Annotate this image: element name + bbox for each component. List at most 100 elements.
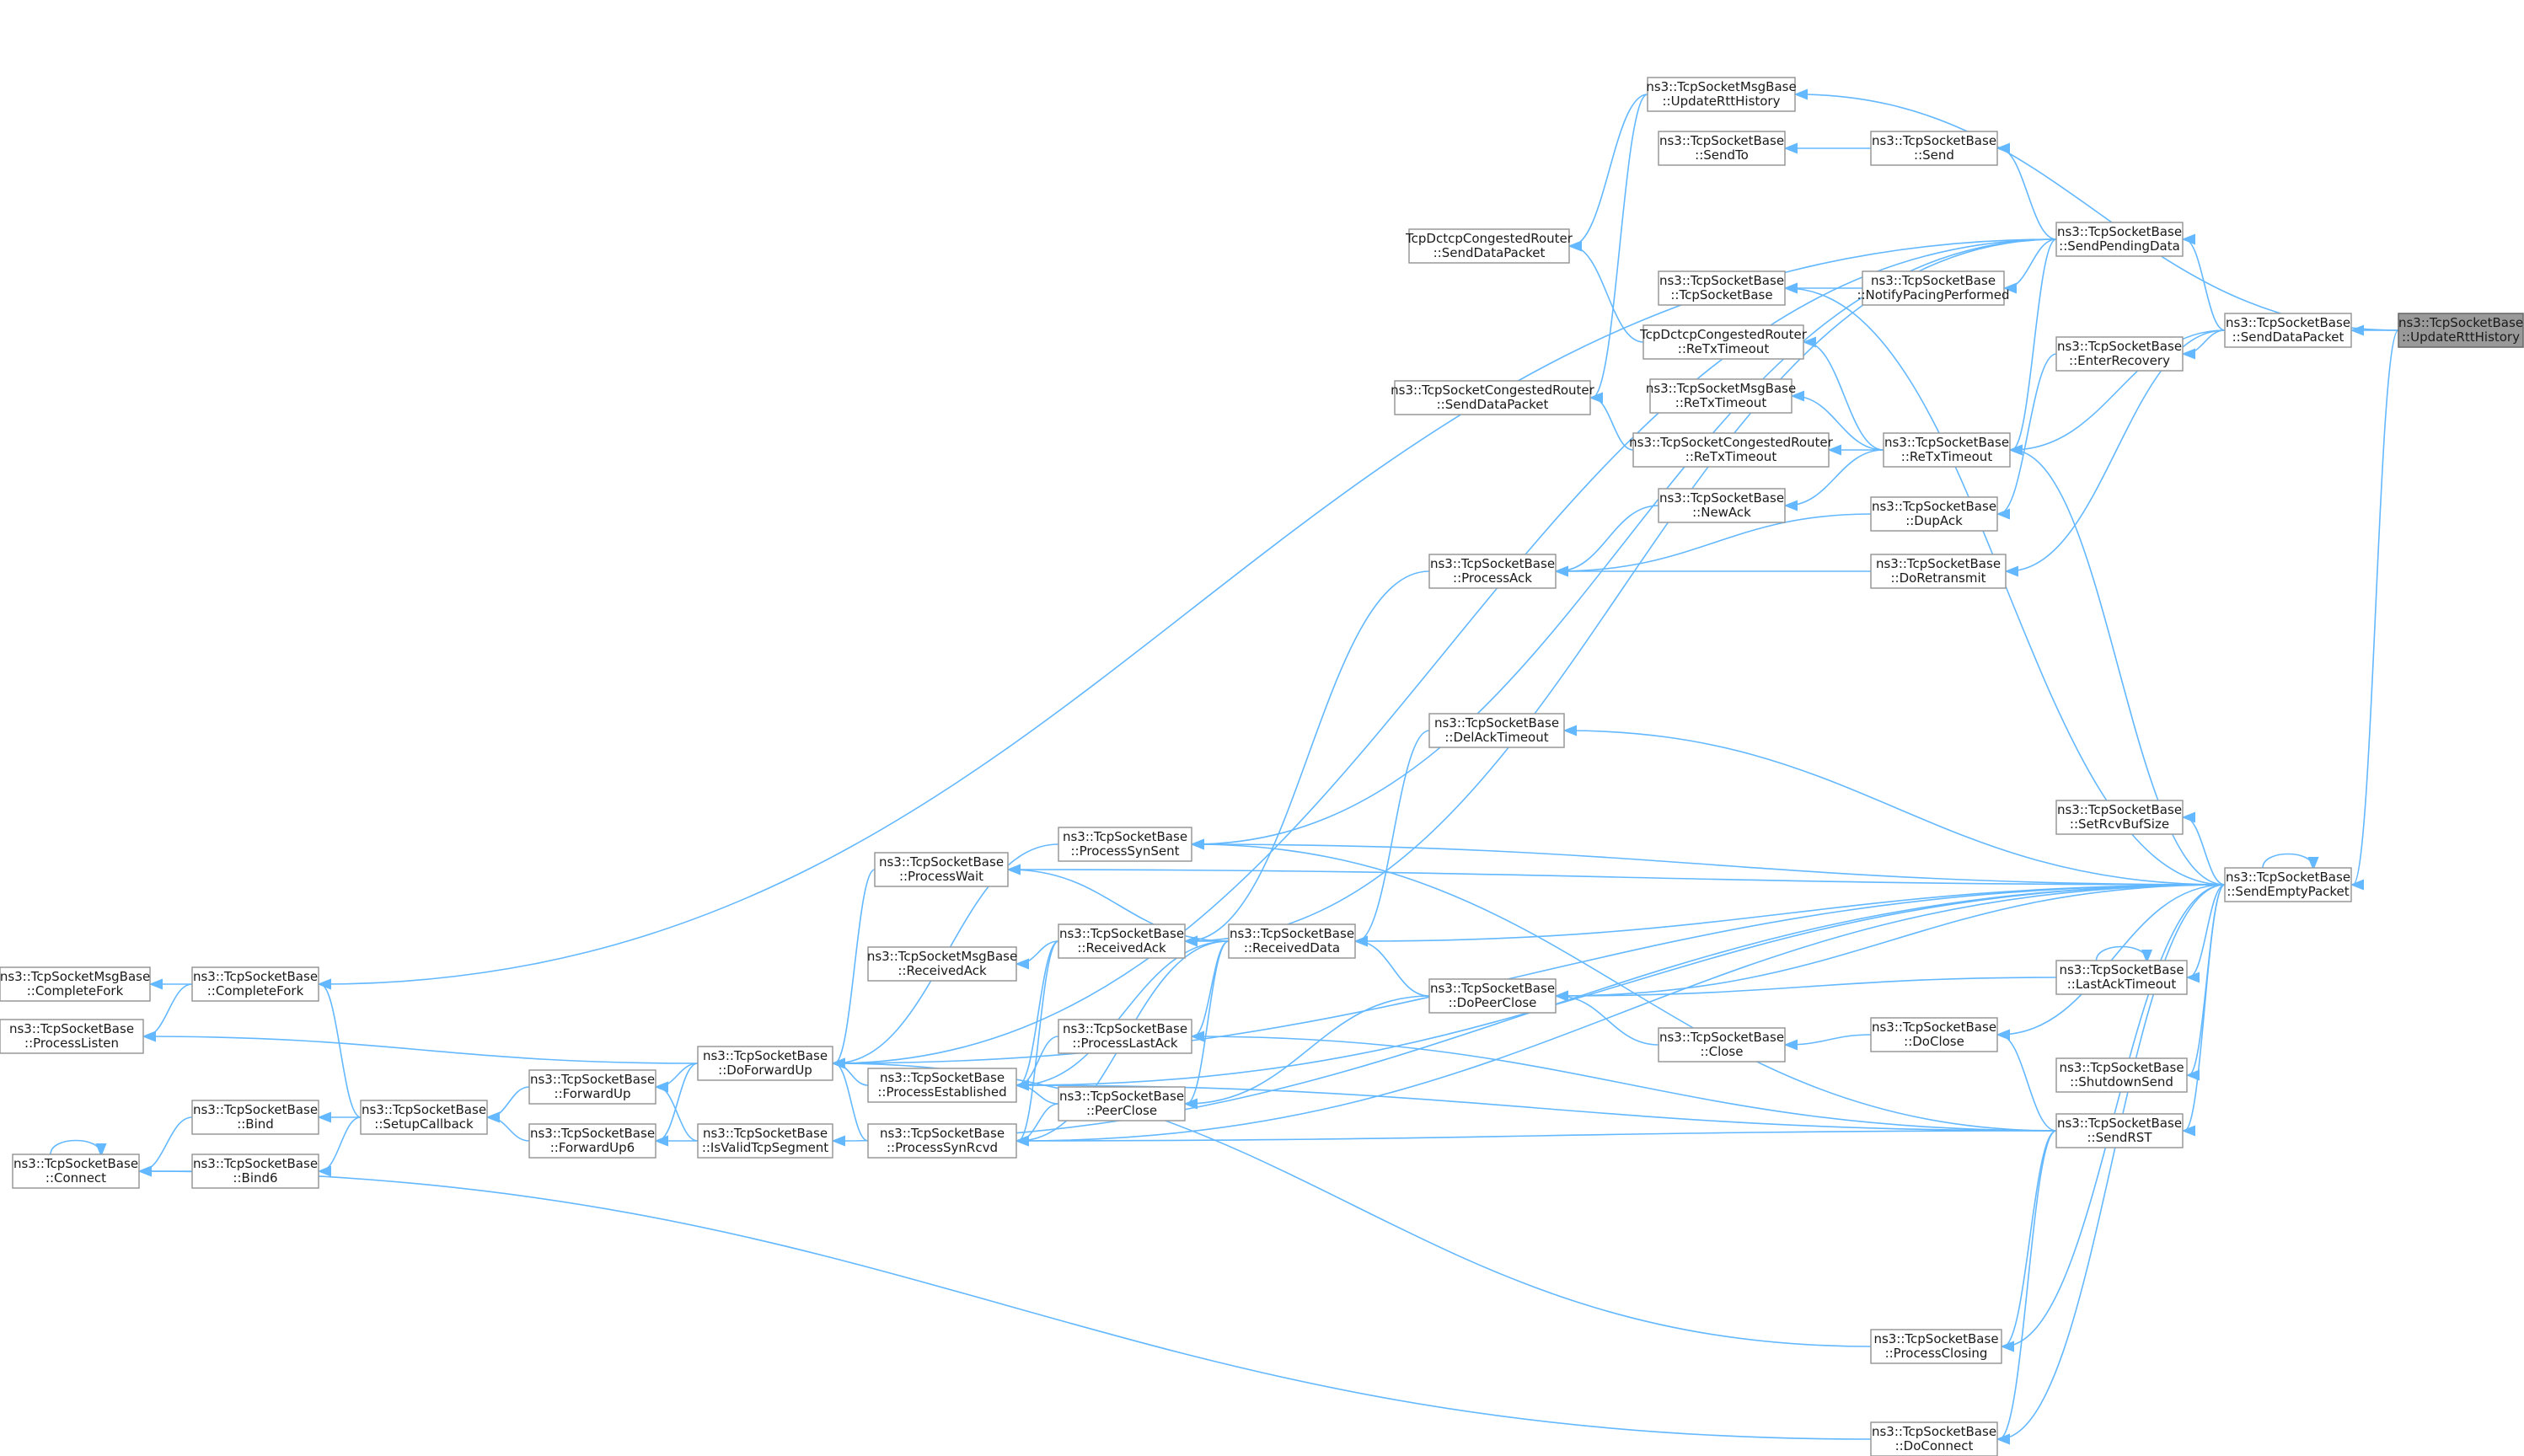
node-forward-up[interactable]: ns3::TcpSocketBase::ForwardUp bbox=[528, 1069, 656, 1105]
node-congested-retx[interactable]: ns3::TcpSocketCongestedRouter::ReTxTimeo… bbox=[1629, 432, 1834, 468]
edge-layer bbox=[50, 94, 2399, 1439]
node-label-line1: ns3::TcpSocketBase bbox=[879, 854, 1004, 870]
node-notify-pacing[interactable]: ns3::TcpSocketBase::NotifyPacingPerforme… bbox=[1857, 270, 2010, 306]
node-box bbox=[867, 1068, 1017, 1103]
node-label-line2: ::ProcessLastAck bbox=[1072, 1036, 1177, 1051]
node-box bbox=[1058, 923, 1186, 959]
node-dctcp-retx[interactable]: TcpDctcpCongestedRouter::ReTxTimeout bbox=[1639, 324, 1808, 360]
node-box bbox=[2055, 1057, 2188, 1093]
edge-send-empty-packet-to-send-empty-packet bbox=[2262, 853, 2313, 869]
node-shutdown-send[interactable]: ns3::TcpSocketBase::ShutdownSend bbox=[2055, 1057, 2188, 1093]
node-label-line2: ::EnterRecovery bbox=[2069, 353, 2170, 368]
edge-send-empty-packet-to-retx-timeout bbox=[2012, 450, 2226, 886]
edge-retx-timeout-to-new-ack bbox=[1787, 449, 1884, 506]
node-retx-timeout[interactable]: ns3::TcpSocketBase::ReTxTimeout bbox=[1883, 432, 2011, 468]
node-do-close[interactable]: ns3::TcpSocketBase::DoClose bbox=[1870, 1017, 1998, 1052]
node-label-line1: ns3::TcpSocketBase bbox=[703, 1048, 828, 1063]
node-process-last-ack[interactable]: ns3::TcpSocketBase::ProcessLastAck bbox=[1058, 1019, 1192, 1054]
node-do-connect[interactable]: ns3::TcpSocketBase::DoConnect bbox=[1870, 1421, 1998, 1456]
node-box bbox=[1658, 488, 1786, 523]
node-enter-recovery[interactable]: ns3::TcpSocketBase::EnterRecovery bbox=[2055, 336, 2184, 372]
node-process-closing[interactable]: ns3::TcpSocketBase::ProcessClosing bbox=[1870, 1329, 2002, 1364]
node-set-rcv-buf[interactable]: ns3::TcpSocketBase::SetRcvBufSize bbox=[2055, 800, 2184, 835]
node-box bbox=[1642, 324, 1804, 360]
node-label-line2: ::SendEmptyPacket bbox=[2227, 884, 2349, 899]
edge-received-data-to-process-wait bbox=[1010, 870, 1230, 942]
node-label-line2: ::ProcessAck bbox=[1453, 570, 1532, 586]
node-box bbox=[2224, 867, 2352, 902]
node-label-line1: ns3::TcpSocketBase bbox=[1876, 556, 2001, 571]
node-msg-retx[interactable]: ns3::TcpSocketMsgBase::ReTxTimeout bbox=[1646, 378, 1796, 414]
node-do-peer-close[interactable]: ns3::TcpSocketBase::DoPeerClose bbox=[1428, 978, 1557, 1014]
node-label-line1: ns3::TcpSocketBase bbox=[1430, 556, 1555, 571]
node-dctcp-send-data[interactable]: TcpDctcpCongestedRouter::SendDataPacket bbox=[1405, 228, 1573, 264]
edge-last-ack-timeout-to-last-ack-timeout bbox=[2095, 945, 2147, 961]
node-do-retransmit[interactable]: ns3::TcpSocketBase::DoRetransmit bbox=[1870, 554, 2007, 589]
node-send-rst[interactable]: ns3::TcpSocketBase::SendRST bbox=[2055, 1113, 2184, 1148]
node-do-forward-up[interactable]: ns3::TcpSocketBase::DoForwardUp bbox=[697, 1046, 833, 1081]
node-send-empty-packet[interactable]: ns3::TcpSocketBase::SendEmptyPacket bbox=[2224, 867, 2352, 902]
node-send-data-packet[interactable]: ns3::TcpSocketBase::SendDataPacket bbox=[2224, 313, 2352, 348]
node-label-line1: ns3::TcpSocketBase bbox=[1872, 1424, 1996, 1439]
node-received-data[interactable]: ns3::TcpSocketBase::ReceivedData bbox=[1228, 923, 1356, 959]
node-process-listen[interactable]: ns3::TcpSocketBase::ProcessListen bbox=[0, 1019, 144, 1054]
edge-peer-close-to-process-established bbox=[1018, 1085, 1059, 1105]
node-label-line1: ns3::TcpSocketBase bbox=[1872, 133, 1996, 148]
node-box bbox=[697, 1123, 833, 1159]
node-peer-close[interactable]: ns3::TcpSocketBase::PeerClose bbox=[1058, 1086, 1186, 1121]
node-box bbox=[1870, 1329, 2002, 1364]
node-setup-callback[interactable]: ns3::TcpSocketBase::SetupCallback bbox=[360, 1100, 488, 1135]
node-msg-update-rtt[interactable]: ns3::TcpSocketMsgBase::UpdateRttHistory bbox=[1646, 77, 1797, 112]
edge-send-data-packet-to-retx-timeout bbox=[2012, 329, 2226, 450]
node-box bbox=[528, 1069, 656, 1105]
node-bind6[interactable]: ns3::TcpSocketBase::Bind6 bbox=[191, 1154, 319, 1189]
node-congested-send-data[interactable]: ns3::TcpSocketCongestedRouter::SendDataP… bbox=[1391, 380, 1595, 415]
node-send-to[interactable]: ns3::TcpSocketBase::SendTo bbox=[1658, 131, 1786, 166]
node-process-ack[interactable]: ns3::TcpSocketBase::ProcessAck bbox=[1428, 554, 1557, 589]
node-box bbox=[0, 966, 151, 1002]
node-msg-received-ack[interactable]: ns3::TcpSocketMsgBase::ReceivedAck bbox=[867, 946, 1017, 982]
node-label-line2: ::SendDataPacket bbox=[2232, 329, 2344, 345]
node-new-ack[interactable]: ns3::TcpSocketBase::NewAck bbox=[1658, 488, 1786, 523]
node-process-syn-rcvd[interactable]: ns3::TcpSocketBase::ProcessSynRcvd bbox=[867, 1123, 1017, 1159]
node-dup-ack[interactable]: ns3::TcpSocketBase::DupAck bbox=[1870, 496, 1998, 532]
node-label-line1: ns3::TcpSocketBase bbox=[530, 1126, 655, 1141]
node-send[interactable]: ns3::TcpSocketBase::Send bbox=[1870, 131, 1998, 166]
edge-send-rst-to-process-syn-sent bbox=[1193, 844, 2057, 1132]
node-label-line1: ns3::TcpSocketBase bbox=[1059, 1089, 1184, 1104]
edge-retx-timeout-to-msg-retx bbox=[1793, 396, 1884, 451]
node-close[interactable]: ns3::TcpSocketBase::Close bbox=[1658, 1027, 1786, 1063]
node-bind[interactable]: ns3::TcpSocketBase::Bind bbox=[191, 1100, 319, 1135]
edge-do-peer-close-to-peer-close bbox=[1187, 995, 1430, 1104]
edge-forward-up-to-setup-callback bbox=[489, 1086, 530, 1117]
node-label-line2: ::DoForwardUp bbox=[718, 1063, 812, 1078]
edge-send-rst-to-do-connect bbox=[1999, 1130, 2057, 1439]
node-label-line2: ::NewAck bbox=[1692, 505, 1751, 520]
node-process-wait[interactable]: ns3::TcpSocketBase::ProcessWait bbox=[874, 852, 1009, 887]
node-box bbox=[1658, 131, 1786, 166]
node-process-established[interactable]: ns3::TcpSocketBase::ProcessEstablished bbox=[867, 1068, 1017, 1103]
node-box bbox=[191, 1154, 319, 1189]
node-msg-complete-fork[interactable]: ns3::TcpSocketMsgBase::CompleteFork bbox=[0, 966, 151, 1002]
node-tcp-socket-base-ctor[interactable]: ns3::TcpSocketBase::TcpSocketBase bbox=[1658, 270, 1786, 306]
node-del-ack-timeout[interactable]: ns3::TcpSocketBase::DelAckTimeout bbox=[1428, 713, 1565, 748]
edge-received-ack-to-process-syn-rcvd bbox=[1018, 940, 1059, 1141]
node-box bbox=[2055, 336, 2184, 372]
node-forward-up6[interactable]: ns3::TcpSocketBase::ForwardUp6 bbox=[528, 1123, 656, 1159]
node-is-valid-segment[interactable]: ns3::TcpSocketBase::IsValidTcpSegment bbox=[697, 1123, 833, 1159]
node-send-pending-data[interactable]: ns3::TcpSocketBase::SendPendingData bbox=[2055, 222, 2184, 257]
node-last-ack-timeout[interactable]: ns3::TcpSocketBase::LastAckTimeout bbox=[2055, 960, 2188, 995]
node-label-line1: ns3::TcpSocketBase bbox=[2057, 802, 2182, 817]
node-label-line1: ns3::TcpSocketBase bbox=[1873, 1331, 1998, 1346]
node-complete-fork[interactable]: ns3::TcpSocketBase::CompleteFork bbox=[191, 966, 319, 1002]
node-label-line2: ::ForwardUp bbox=[555, 1086, 631, 1101]
edge-msg-update-rtt-to-dctcp-send-data bbox=[1571, 94, 1648, 246]
node-label-line2: ::ProcessSynRcvd bbox=[887, 1140, 998, 1155]
node-label-line2: ::SetupCallback bbox=[374, 1116, 474, 1132]
node-update-rtt-history[interactable]: ns3::TcpSocketBase::UpdateRttHistory bbox=[2398, 313, 2524, 348]
node-label-line2: ::ReTxTimeout bbox=[1675, 395, 1767, 410]
node-received-ack[interactable]: ns3::TcpSocketBase::ReceivedAck bbox=[1058, 923, 1186, 959]
node-label-line1: ns3::TcpSocketBase bbox=[1063, 1021, 1187, 1036]
node-connect[interactable]: ns3::TcpSocketBase::Connect bbox=[12, 1154, 140, 1189]
node-process-syn-sent[interactable]: ns3::TcpSocketBase::ProcessSynSent bbox=[1058, 827, 1192, 862]
